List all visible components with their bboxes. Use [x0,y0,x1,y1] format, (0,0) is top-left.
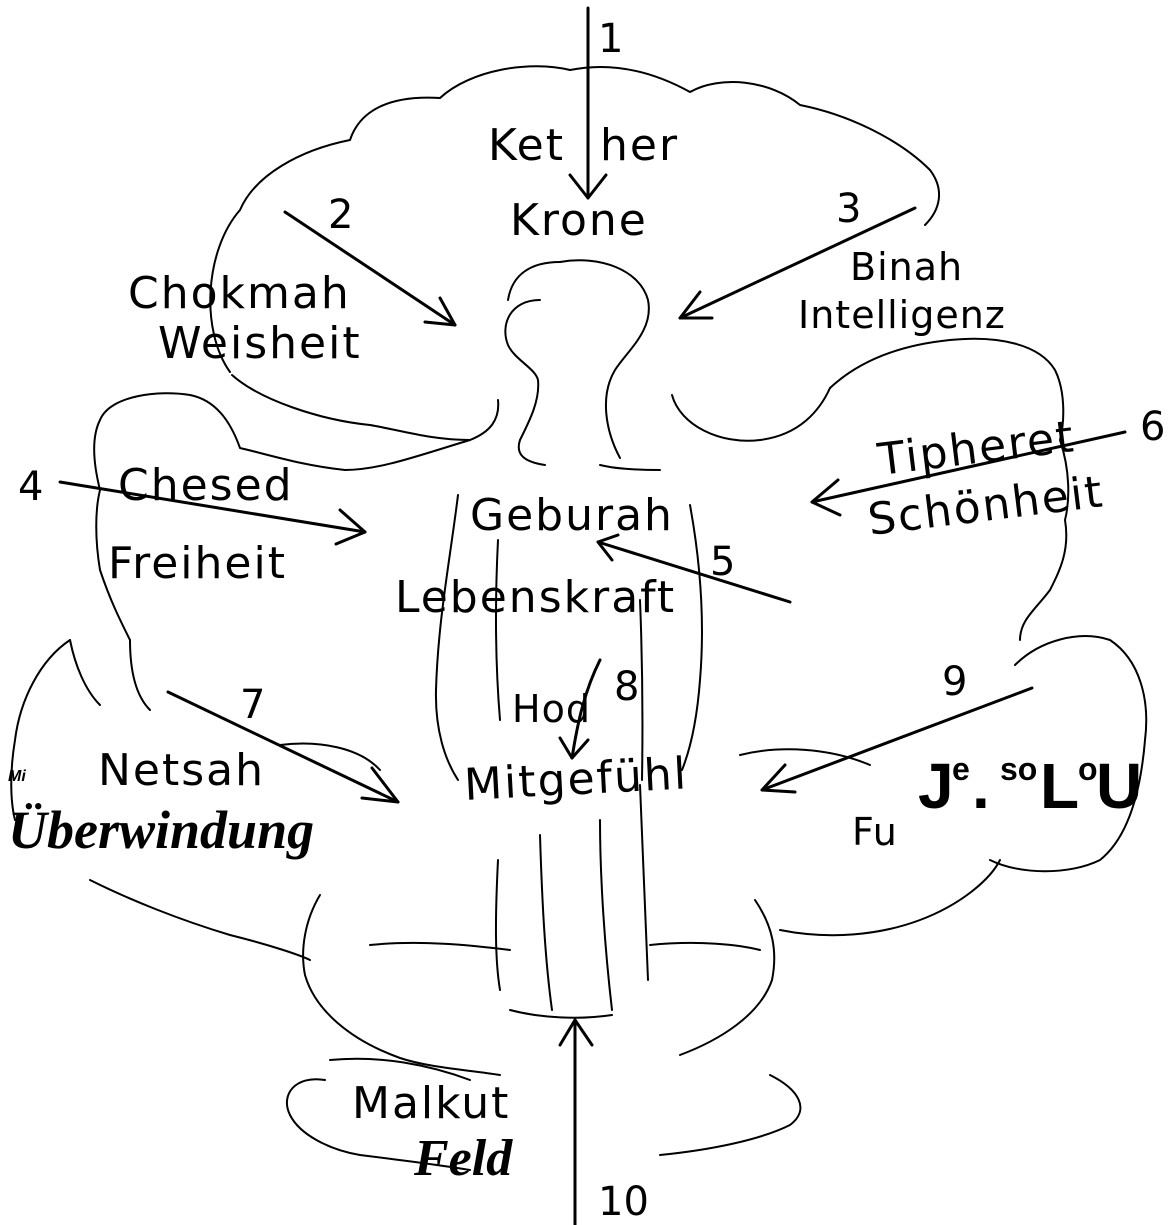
jesod-label-part-6: U [1096,750,1142,822]
jesod-label: J e . so L o U [918,750,1142,822]
arrow-10-malkut [558,1018,594,1225]
arrow-6-tipheret [810,430,1127,517]
number-3: 3 [836,186,861,232]
arrow-5-geburah [596,533,792,604]
kether-name-right: her [600,120,679,171]
lower-left-cloud-outline [10,639,381,961]
netsah-name: Netsah [98,745,265,796]
binah-name: Binah [850,245,963,289]
number-7: 7 [240,682,265,728]
jesod-label-part-3: so [1000,751,1037,787]
number-1: 1 [598,16,623,62]
arrow-4-chesed [58,480,367,546]
jesod-label-part-4: L [1040,750,1079,822]
netsah-prefix: Mi [8,768,26,785]
arrow-1-kether [568,6,608,200]
jesod-prefix: Fu [852,810,898,854]
top-cloud-outline [209,65,941,442]
number-10: 10 [598,1179,649,1225]
lower-right-cloud-outline [739,748,1001,937]
chesed-meaning: Freiheit [108,538,287,589]
arrow-7-netsah [166,690,400,804]
kether-meaning: Krone [510,195,648,246]
arrow-3-binah [678,206,917,320]
netsah-meaning: Überwindung [8,800,314,860]
number-6: 6 [1140,404,1165,450]
base-bowl-outline [302,894,776,1076]
head-outline [504,259,650,466]
number-2: 2 [328,192,353,238]
number-9: 9 [942,659,967,705]
body-figure-outline [434,494,703,1011]
malkut-name: Malkut [352,1078,510,1129]
geburah-meaning: Lebenskraft [395,572,676,623]
number-5: 5 [710,539,735,585]
hod-meaning: Mitgefühl [463,748,689,811]
chokmah-name: Chokmah [128,268,351,319]
malkut-bowl-outline [285,1057,802,1171]
number-8: 8 [614,664,639,710]
jesod-label-part-2: . [972,750,990,822]
arrow-8-hod [558,658,602,760]
arrow-2-chokmah [283,210,457,327]
arrow-9-jesod [760,686,1034,794]
geburah-name: Geburah [470,490,674,541]
kether-name-left: Ket [488,120,565,171]
chesed-name: Chesed [118,460,294,511]
jesod-label-part-5: o [1078,751,1098,787]
binah-meaning: Intelligenz [798,293,1006,337]
chokmah-meaning: Weisheit [158,318,362,369]
hod-name: Hod [512,687,591,731]
middle-right-cloud-outline [829,337,1148,873]
malkut-meaning: Feld [413,1130,513,1187]
middle-left-cloud-outline [93,392,661,711]
number-4: 4 [18,464,43,510]
jesod-label-part-0: J [918,750,954,822]
jesod-label-part-1: e [952,751,970,787]
